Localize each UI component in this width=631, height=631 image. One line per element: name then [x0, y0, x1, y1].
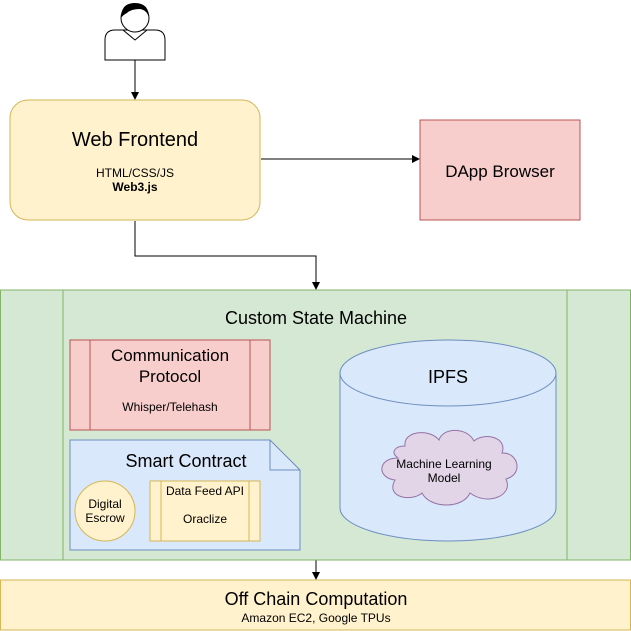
communication-protocol-title-line1: Communication	[111, 346, 229, 365]
data-feed-api-title: Data Feed API	[166, 484, 244, 498]
web-frontend-library: Web3.js	[112, 180, 157, 194]
dapp-browser-box	[419, 119, 581, 221]
digital-escrow-node: Digital Escrow	[74, 480, 136, 542]
web-frontend-node: Web Frontend HTML/CSS/JS Web3.js	[9, 99, 261, 221]
ml-model-line1: Machine Learning	[396, 457, 491, 471]
web-frontend-title: Web Frontend	[72, 129, 198, 151]
ml-model-cloud	[381, 429, 518, 506]
digital-escrow-line2: Escrow	[85, 511, 125, 525]
smart-contract-node: Smart Contract Digital Escrow Data Feed …	[69, 439, 301, 551]
web-frontend-tech: HTML/CSS/JS	[96, 166, 174, 180]
smart-contract-fold	[269, 440, 300, 471]
web-frontend-box	[9, 99, 261, 221]
dapp-browser-title: DApp Browser	[445, 162, 555, 181]
digital-escrow-line1: Digital	[88, 497, 121, 511]
data-feed-api-box	[149, 480, 261, 542]
communication-protocol-title-line2: Protocol	[139, 367, 201, 386]
communication-protocol-node: Communication Protocol Whisper/Telehash	[69, 339, 271, 431]
data-feed-api-node: Data Feed API Oraclize	[149, 480, 261, 542]
ipfs-cylinder-top	[339, 339, 557, 407]
ipfs-node: IPFS Machine Learning Model	[339, 339, 557, 542]
ml-model-node: Machine Learning Model	[381, 429, 518, 506]
communication-protocol-subtitle: Whisper/Telehash	[122, 400, 217, 414]
user-icon	[104, 3, 166, 61]
dapp-browser-node: DApp Browser	[419, 119, 581, 221]
communication-protocol-box	[69, 339, 271, 431]
digital-escrow-circle	[74, 480, 136, 542]
state-machine-title: Custom State Machine	[225, 308, 407, 328]
off-chain-title: Off Chain Computation	[225, 589, 408, 609]
ml-model-line2: Model	[428, 471, 461, 485]
off-chain-computation-node: Off Chain Computation Amazon EC2, Google…	[0, 579, 631, 631]
data-feed-api-subtitle: Oraclize	[183, 512, 227, 526]
ipfs-title: IPFS	[428, 367, 468, 387]
arrow-frontend-to-state-machine	[134, 221, 320, 290]
off-chain-box	[0, 579, 631, 631]
smart-contract-title: Smart Contract	[125, 451, 246, 471]
off-chain-subtitle: Amazon EC2, Google TPUs	[241, 611, 390, 625]
